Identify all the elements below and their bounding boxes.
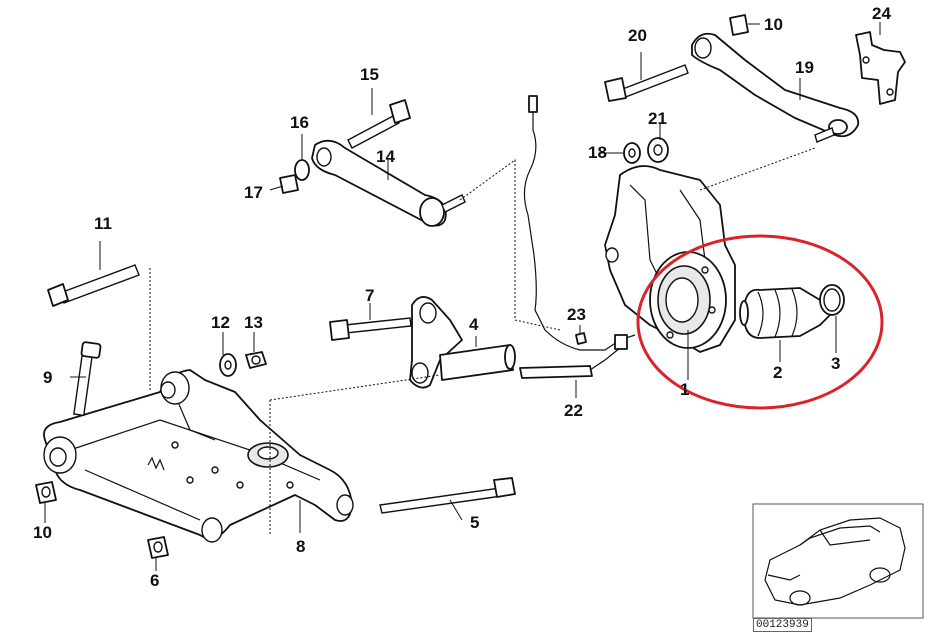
highlight-ellipse — [636, 234, 884, 410]
callout-23: 23 — [567, 305, 586, 324]
callout-3: 3 — [831, 354, 841, 373]
control-arm-4 — [409, 296, 516, 389]
callout-17: 17 — [244, 183, 263, 202]
boot-2 — [739, 287, 831, 339]
callout-2: 2 — [773, 363, 783, 382]
callout-18: 18 — [588, 143, 607, 162]
nut-6 — [147, 536, 169, 559]
snap-ring-3 — [819, 284, 845, 316]
screw-23 — [575, 332, 587, 345]
nut-17 — [279, 174, 299, 194]
callout-21: 21 — [648, 109, 667, 128]
callout-1: 1 — [680, 380, 690, 399]
callout-6: 6 — [150, 571, 160, 590]
callout-13: 13 — [244, 313, 263, 332]
speed-sensor-22 — [519, 95, 636, 379]
bolt-9 — [73, 341, 102, 417]
bushing-21 — [647, 137, 669, 163]
nut-10-upper — [729, 14, 749, 36]
callout-10-lower: 10 — [33, 523, 52, 542]
bracket-24 — [855, 31, 906, 105]
nut-13 — [245, 351, 267, 369]
callout-10-upper: 10 — [764, 15, 783, 34]
callout-8: 8 — [296, 537, 306, 556]
leader-lines — [44, 22, 881, 571]
rear-subframe — [43, 369, 354, 543]
callout-7: 7 — [365, 286, 375, 305]
bolt-7 — [329, 317, 412, 341]
washer-12 — [219, 353, 237, 377]
callout-15: 15 — [360, 65, 379, 84]
callout-14: 14 — [376, 147, 395, 166]
vehicle-thumbnail — [752, 503, 924, 619]
callout-22: 22 — [564, 401, 583, 420]
callout-24: 24 — [872, 4, 891, 23]
callout-11: 11 — [94, 214, 112, 233]
reference-code: 00123939 — [753, 618, 812, 632]
bolt-20 — [604, 64, 689, 102]
control-arm-14 — [311, 139, 466, 227]
bolt-11 — [47, 264, 140, 307]
callout-12: 12 — [211, 313, 230, 332]
bolt-15 — [347, 99, 411, 149]
wheel-hub-1 — [649, 251, 727, 349]
callout-20: 20 — [628, 26, 647, 45]
callout-5: 5 — [470, 513, 480, 532]
bolt-5 — [379, 477, 516, 514]
callout-16: 16 — [290, 113, 309, 132]
callout-19: 19 — [795, 58, 814, 77]
nut-10-lower — [35, 481, 57, 504]
washer-16 — [294, 159, 310, 181]
bushing-18 — [623, 142, 641, 164]
upper-arm-19 — [691, 32, 860, 143]
callout-9: 9 — [43, 368, 53, 387]
callout-4: 4 — [469, 315, 479, 334]
